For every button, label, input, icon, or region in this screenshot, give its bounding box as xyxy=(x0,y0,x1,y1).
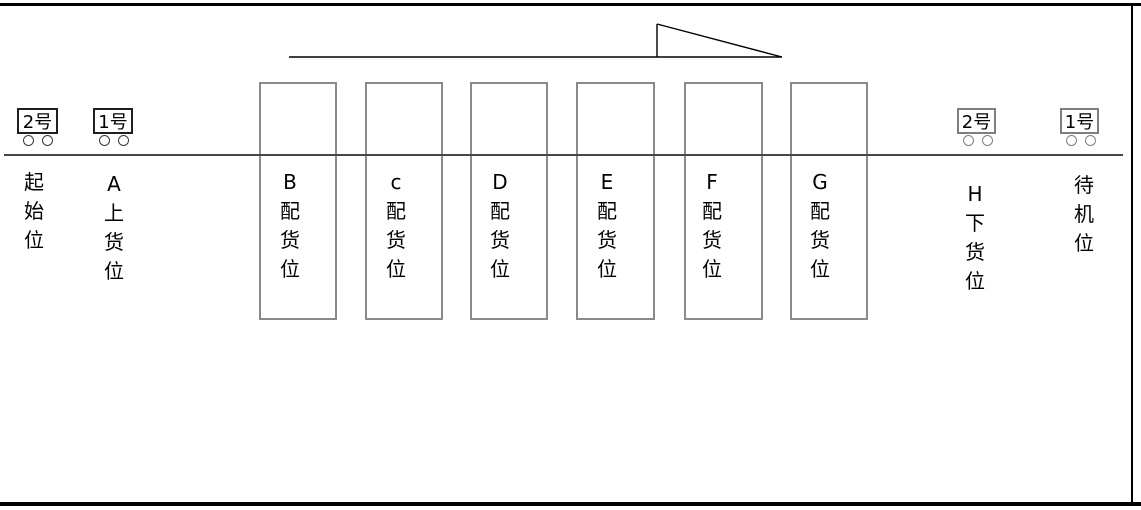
label-line: 位 xyxy=(490,257,510,281)
station-box-G xyxy=(790,82,868,320)
label-line: 位 xyxy=(280,257,300,281)
label-line: 配 xyxy=(280,199,300,223)
label-line: 货 xyxy=(965,240,985,264)
label-line: 货 xyxy=(104,230,124,254)
label-line: 位 xyxy=(104,259,124,283)
label-station-G-distribution: G 配 货 位 xyxy=(807,168,833,284)
label-line: 配 xyxy=(386,199,406,223)
cart-body: 1号 xyxy=(1060,108,1099,134)
cart-2-left: 2号 xyxy=(17,108,58,146)
frame-border-bottom xyxy=(0,502,1141,506)
label-line: 配 xyxy=(490,199,510,223)
station-box-D xyxy=(470,82,548,320)
cart-wheel-icon xyxy=(118,135,129,146)
label-line: 上 xyxy=(104,201,124,225)
cart-number-label: 2号 xyxy=(961,112,992,133)
label-line: 待 xyxy=(1074,173,1094,197)
cart-wheel-icon xyxy=(963,135,974,146)
label-line: 位 xyxy=(386,257,406,281)
label-line: 货 xyxy=(597,228,617,252)
cart-wheel-icon xyxy=(982,135,993,146)
label-line: 起 xyxy=(24,170,44,194)
frame-border-right xyxy=(1131,3,1133,506)
label-line: G xyxy=(812,170,828,194)
cart-wheel-icon xyxy=(42,135,53,146)
cart-wheel-icon xyxy=(99,135,110,146)
label-line: 货 xyxy=(702,228,722,252)
slope-flag-symbol xyxy=(289,23,783,58)
cart-number-label: 1号 xyxy=(98,112,128,133)
label-line: H xyxy=(967,182,983,206)
label-line: 配 xyxy=(597,199,617,223)
label-line: 位 xyxy=(24,228,44,252)
frame-border-top xyxy=(0,3,1141,6)
cart-wheel-icon xyxy=(1066,135,1077,146)
label-line: c xyxy=(390,170,402,194)
label-line: B xyxy=(283,170,297,194)
station-box-E xyxy=(576,82,655,320)
track-line xyxy=(4,154,1123,156)
cart-1-right: 1号 xyxy=(1060,108,1099,146)
label-station-A-loading: A 上 货 位 xyxy=(101,170,127,286)
label-line: E xyxy=(600,170,614,194)
label-line: D xyxy=(492,170,508,194)
label-station-C-distribution: c 配 货 位 xyxy=(383,168,409,284)
label-station-D-distribution: D 配 货 位 xyxy=(487,168,513,284)
label-line: 配 xyxy=(702,199,722,223)
cart-wheel-icon xyxy=(23,135,34,146)
label-line: 位 xyxy=(810,257,830,281)
label-line: 货 xyxy=(810,228,830,252)
label-line: 货 xyxy=(490,228,510,252)
label-line: 位 xyxy=(702,257,722,281)
label-line: 位 xyxy=(597,257,617,281)
label-line: 始 xyxy=(24,199,44,223)
label-line: F xyxy=(706,170,718,194)
cart-body: 1号 xyxy=(93,108,133,134)
label-station-H-unloading: H 下 货 位 xyxy=(962,180,988,296)
cart-number-label: 1号 xyxy=(1064,112,1095,133)
label-line: 下 xyxy=(965,211,985,235)
label-line: 配 xyxy=(810,199,830,223)
label-standby-position: 待 机 位 xyxy=(1071,171,1097,258)
cart-wheel-icon xyxy=(1085,135,1096,146)
cart-number-label: 2号 xyxy=(22,112,53,133)
label-station-F-distribution: F 配 货 位 xyxy=(699,168,725,284)
station-box-F xyxy=(684,82,763,320)
label-start-position: 起 始 位 xyxy=(21,168,47,255)
label-line: 机 xyxy=(1074,202,1094,226)
flag-hypotenuse xyxy=(656,23,783,58)
cart-2-right: 2号 xyxy=(957,108,996,146)
station-box-C xyxy=(365,82,443,320)
label-station-B-distribution: B 配 货 位 xyxy=(277,168,303,284)
label-line: A xyxy=(107,172,121,196)
cart-body: 2号 xyxy=(957,108,996,134)
label-line: 货 xyxy=(386,228,406,252)
label-line: 货 xyxy=(280,228,300,252)
label-station-E-distribution: E 配 货 位 xyxy=(594,168,620,284)
cart-body: 2号 xyxy=(17,108,58,134)
station-box-B xyxy=(259,82,337,320)
label-line: 位 xyxy=(1074,231,1094,255)
cart-1-left: 1号 xyxy=(93,108,133,146)
label-line: 位 xyxy=(965,269,985,293)
